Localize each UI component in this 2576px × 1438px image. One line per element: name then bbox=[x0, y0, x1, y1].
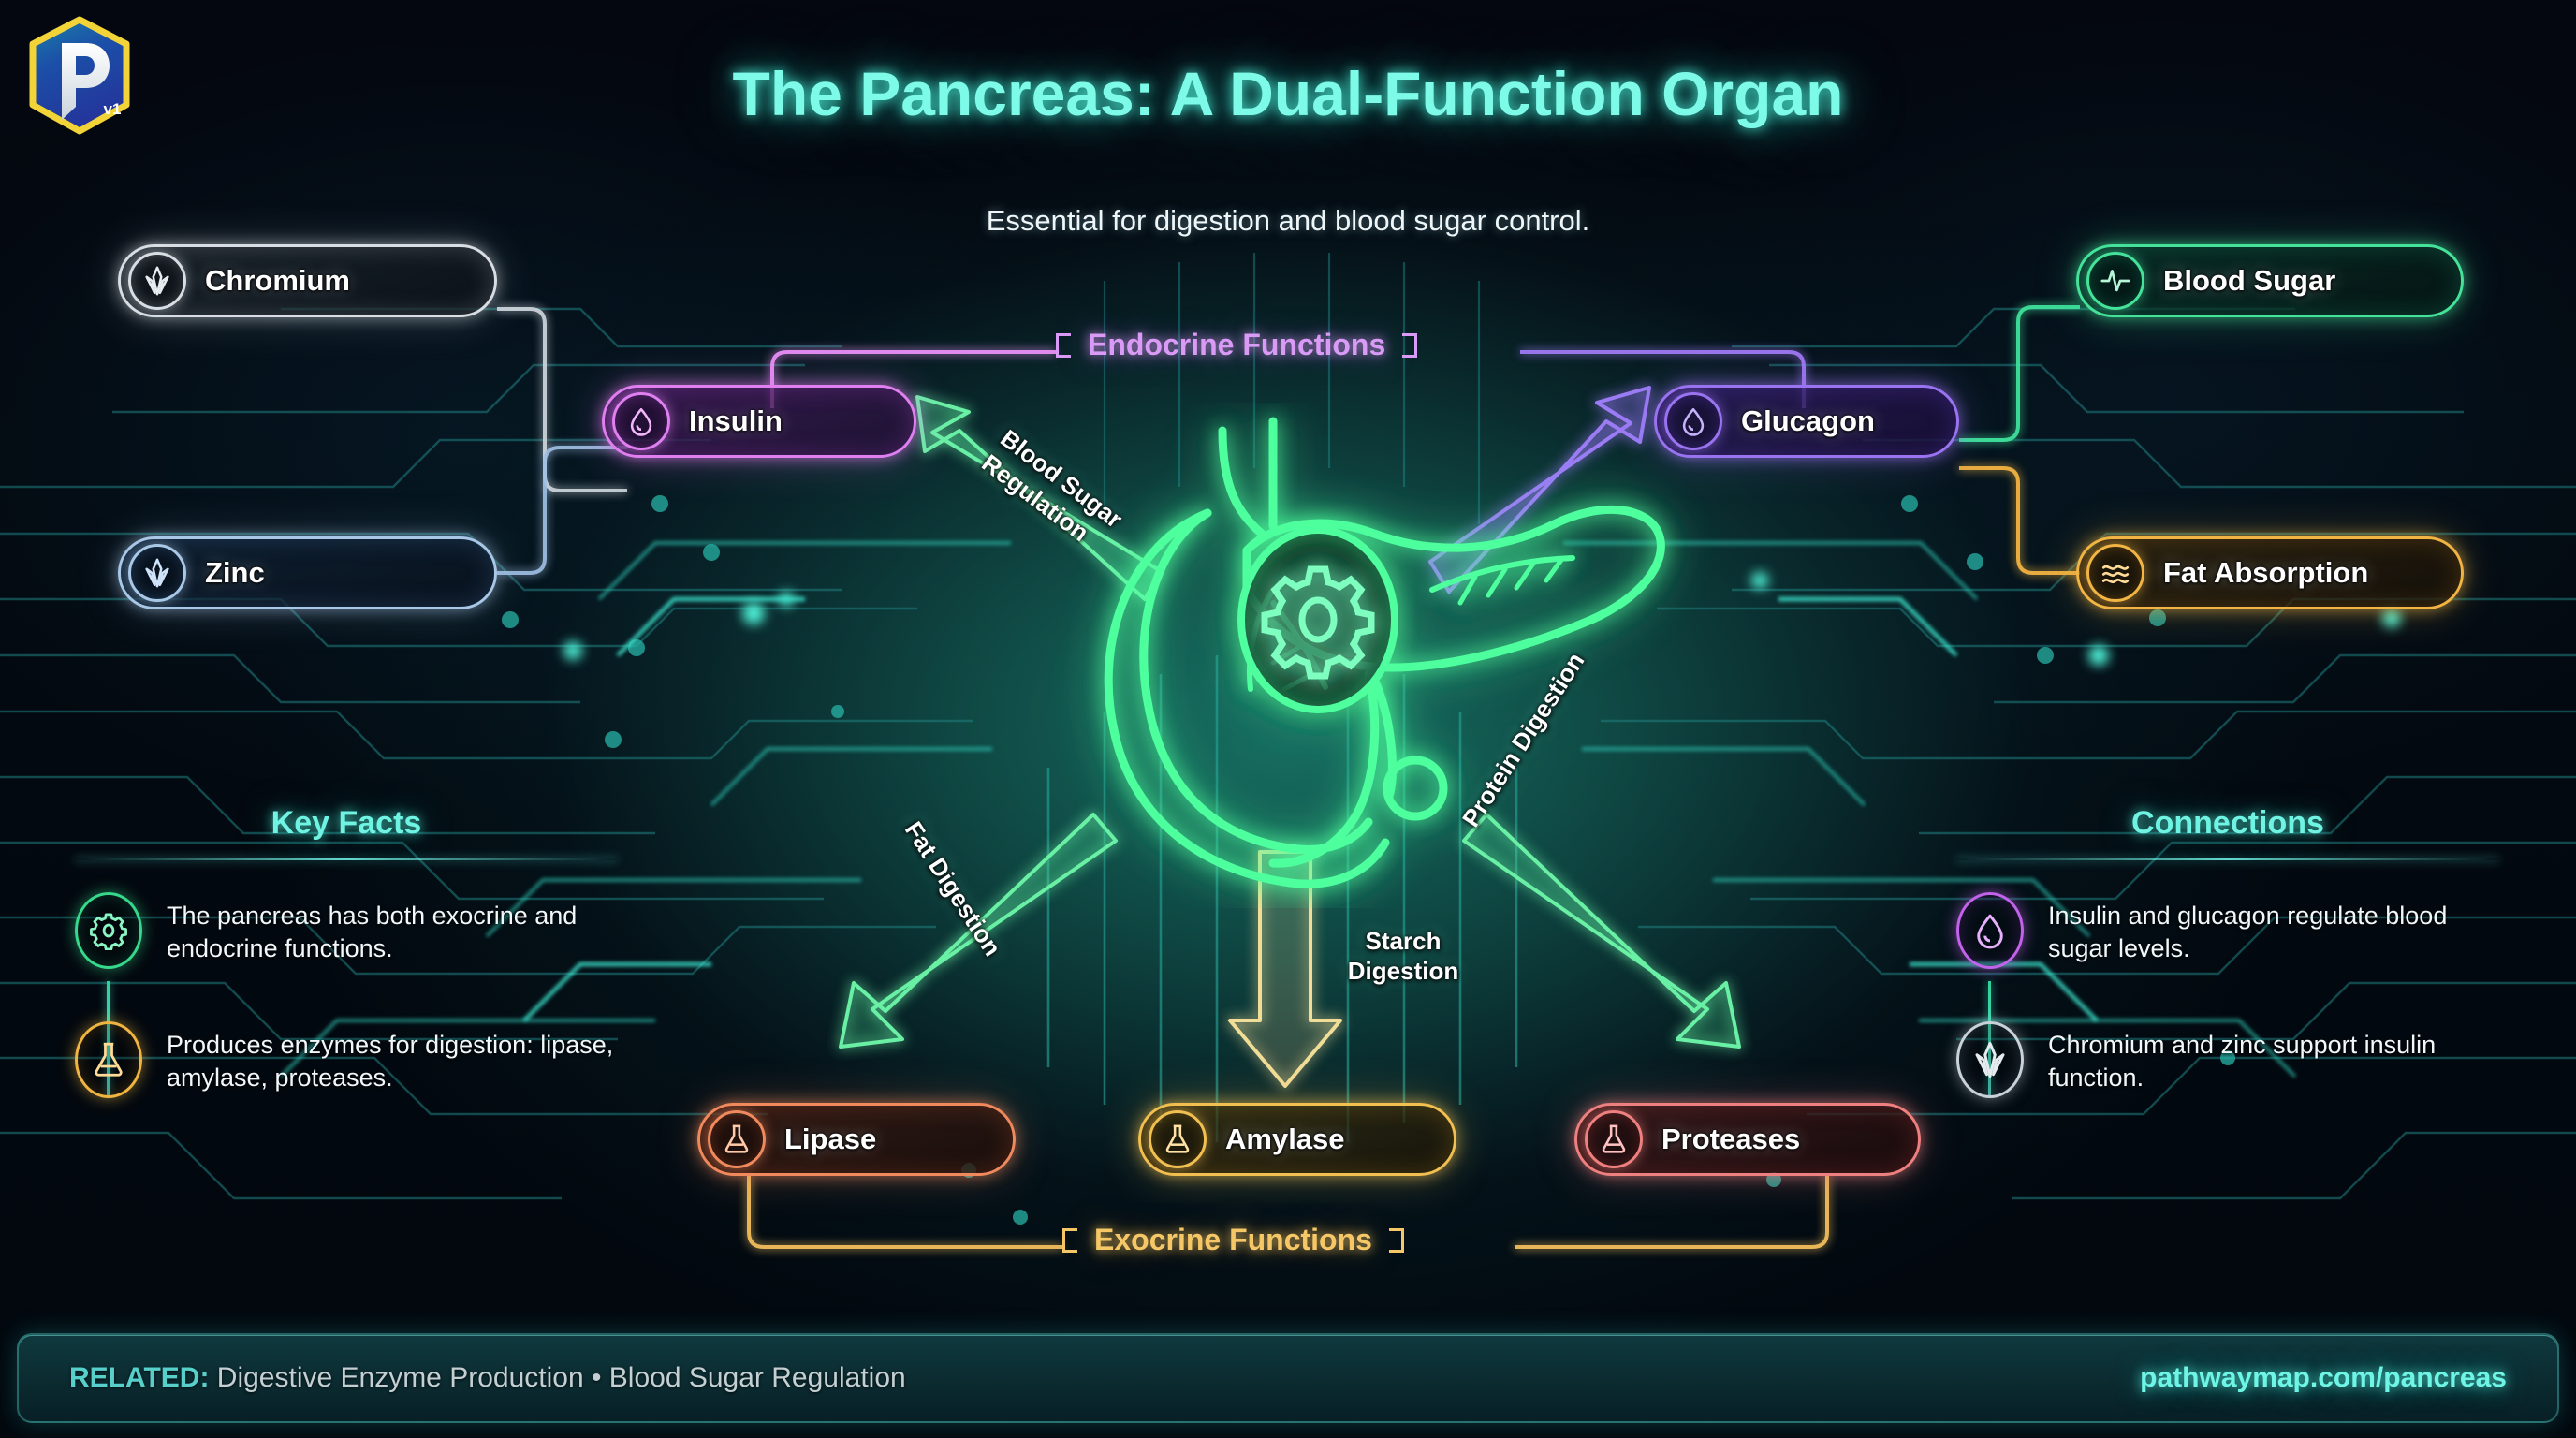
connection-text: Insulin and glucagon regulate blood suga… bbox=[2048, 902, 2448, 963]
node-proteases[interactable]: Proteases bbox=[1574, 1103, 1921, 1176]
droplet-icon bbox=[1956, 892, 2024, 969]
node-label: Insulin bbox=[689, 404, 783, 437]
panel-divider bbox=[75, 858, 618, 860]
connections-panel: Connections Insulin and glucagon regulat… bbox=[1956, 805, 2499, 1098]
node-label: Blood Sugar bbox=[2163, 264, 2336, 297]
flask-icon bbox=[708, 1110, 766, 1168]
crystal-icon bbox=[1956, 1021, 2024, 1098]
node-chromium[interactable]: Chromium bbox=[118, 244, 497, 317]
node-amylase[interactable]: Amylase bbox=[1138, 1103, 1456, 1176]
connection-item: Insulin and glucagon regulate blood suga… bbox=[1956, 888, 2499, 969]
node-label: Fat Absorption bbox=[2163, 556, 2369, 589]
node-label: Zinc bbox=[205, 556, 265, 589]
gear-icon bbox=[75, 892, 142, 969]
flow-label-starch-digestion: Starch Digestion bbox=[1333, 927, 1473, 986]
arrow-to-glucagon bbox=[1428, 386, 1651, 594]
key-fact-text: Produces enzymes for digestion: lipase, … bbox=[167, 1031, 614, 1093]
node-label: Proteases bbox=[1661, 1123, 1801, 1155]
node-fat-absorption[interactable]: Fat Absorption bbox=[2076, 536, 2464, 609]
node-insulin[interactable]: Insulin bbox=[602, 385, 916, 458]
node-label: Lipase bbox=[784, 1123, 877, 1155]
panel-divider bbox=[1956, 858, 2499, 860]
svg-text:v1: v1 bbox=[104, 100, 122, 118]
node-label: Chromium bbox=[205, 264, 350, 297]
panel-heading: Connections bbox=[2131, 805, 2324, 841]
node-label: Glucagon bbox=[1741, 404, 1875, 437]
footer-url[interactable]: pathwaymap.com/pancreas bbox=[2140, 1362, 2507, 1393]
panel-heading: Key Facts bbox=[271, 805, 422, 841]
brand-logo[interactable]: v1 bbox=[22, 15, 137, 141]
related-links: RELATED: Digestive Enzyme Production • B… bbox=[69, 1362, 906, 1394]
flow-label-text: Starch Digestion bbox=[1347, 927, 1459, 985]
crystal-icon bbox=[128, 252, 186, 310]
node-zinc[interactable]: Zinc bbox=[118, 536, 497, 609]
connection-item: Chromium and zinc support insulin functi… bbox=[1956, 1018, 2499, 1098]
flask-icon bbox=[1149, 1110, 1207, 1168]
related-label: RELATED: bbox=[69, 1362, 210, 1393]
key-fact-item: Produces enzymes for digestion: lipase, … bbox=[75, 1018, 618, 1098]
related-items: Digestive Enzyme Production • Blood Suga… bbox=[216, 1362, 906, 1393]
group-label-text: Endocrine Functions bbox=[1088, 328, 1386, 361]
bracket-right-icon bbox=[1388, 1227, 1404, 1253]
node-lipase[interactable]: Lipase bbox=[697, 1103, 1016, 1176]
droplet-icon bbox=[1664, 392, 1722, 450]
arrow-blood-sugar-regulation bbox=[915, 395, 1163, 601]
pulse-icon bbox=[2086, 252, 2144, 310]
pancreas-illustration bbox=[1104, 417, 1665, 888]
node-glucagon[interactable]: Glucagon bbox=[1654, 385, 1959, 458]
flask-icon bbox=[75, 1021, 142, 1098]
page-title: The Pancreas: A Dual-Function Organ bbox=[732, 59, 1844, 128]
group-label-text: Exocrine Functions bbox=[1094, 1223, 1372, 1256]
key-facts-panel: Key Facts The pancreas has both exocrine… bbox=[75, 805, 618, 1098]
bracket-right-icon bbox=[1402, 332, 1418, 358]
key-fact-text: The pancreas has both exocrine and endoc… bbox=[167, 902, 578, 963]
group-label-exocrine: Exocrine Functions bbox=[1062, 1223, 1404, 1257]
bracket-left-icon bbox=[1056, 332, 1071, 358]
droplet-icon bbox=[612, 392, 670, 450]
arrow-fat-digestion bbox=[839, 813, 1118, 1049]
node-blood-sugar[interactable]: Blood Sugar bbox=[2076, 244, 2464, 317]
node-label: Amylase bbox=[1225, 1123, 1345, 1155]
footer-bar: RELATED: Digestive Enzyme Production • B… bbox=[17, 1333, 2559, 1423]
waves-icon bbox=[2086, 544, 2144, 602]
group-label-endocrine: Endocrine Functions bbox=[1056, 328, 1418, 362]
crystal-icon bbox=[128, 544, 186, 602]
connection-text: Chromium and zinc support insulin functi… bbox=[2048, 1031, 2437, 1093]
bracket-left-icon bbox=[1062, 1227, 1077, 1253]
page-subtitle: Essential for digestion and blood sugar … bbox=[986, 204, 1590, 237]
flask-icon bbox=[1585, 1110, 1643, 1168]
key-fact-item: The pancreas has both exocrine and endoc… bbox=[75, 888, 618, 969]
arrow-protein-digestion bbox=[1462, 813, 1741, 1049]
